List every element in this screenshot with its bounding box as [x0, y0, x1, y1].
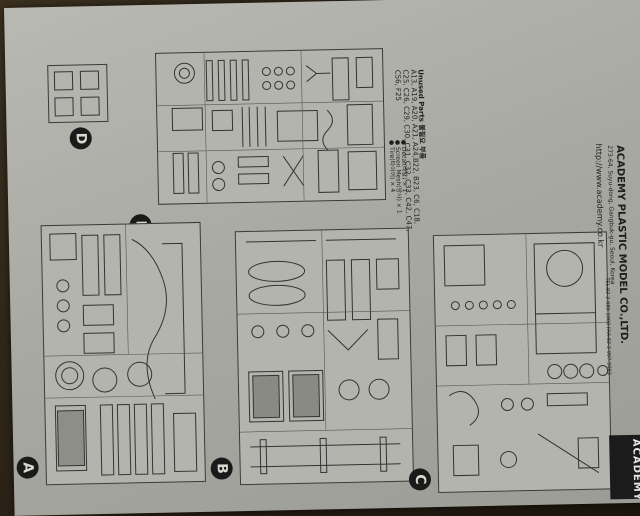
frame-b-parts-drawing — [237, 230, 412, 475]
company-tel: TEL.82-2-989-1000 FAX.82-2-997-9003 — [603, 277, 612, 375]
frame-c-parts-drawing — [435, 234, 609, 477]
unused-parts-line-3: C56, F25 — [393, 69, 403, 102]
company-name: ACADEMY PLASTIC MODEL CO.,LTD. — [614, 145, 630, 345]
frame-f-parts-drawing — [157, 50, 385, 203]
frame-label-d: D — [69, 127, 92, 150]
academy-logo: ACADEMY — [609, 434, 640, 502]
frame-label-a: A — [16, 456, 39, 479]
parts-frame-b: B — [210, 227, 415, 486]
tire-count: ● Tire(타이어) × 4 — [387, 139, 396, 193]
parts-frame-f: F — [129, 48, 387, 237]
instruction-sheet: F D — [4, 0, 640, 516]
frame-label-c: C — [408, 468, 432, 491]
parts-frame-d: D — [47, 63, 109, 150]
parts-frame-a: A — [16, 221, 206, 486]
company-website: http://www.academy.co.kr — [593, 143, 606, 248]
frame-label-b: B — [210, 457, 233, 480]
frame-a-parts-drawing — [44, 224, 204, 476]
academy-logo-text: ACADEMY — [630, 438, 640, 502]
frame-d-parts-drawing — [53, 70, 100, 117]
parts-frame-c: C — [408, 231, 613, 494]
